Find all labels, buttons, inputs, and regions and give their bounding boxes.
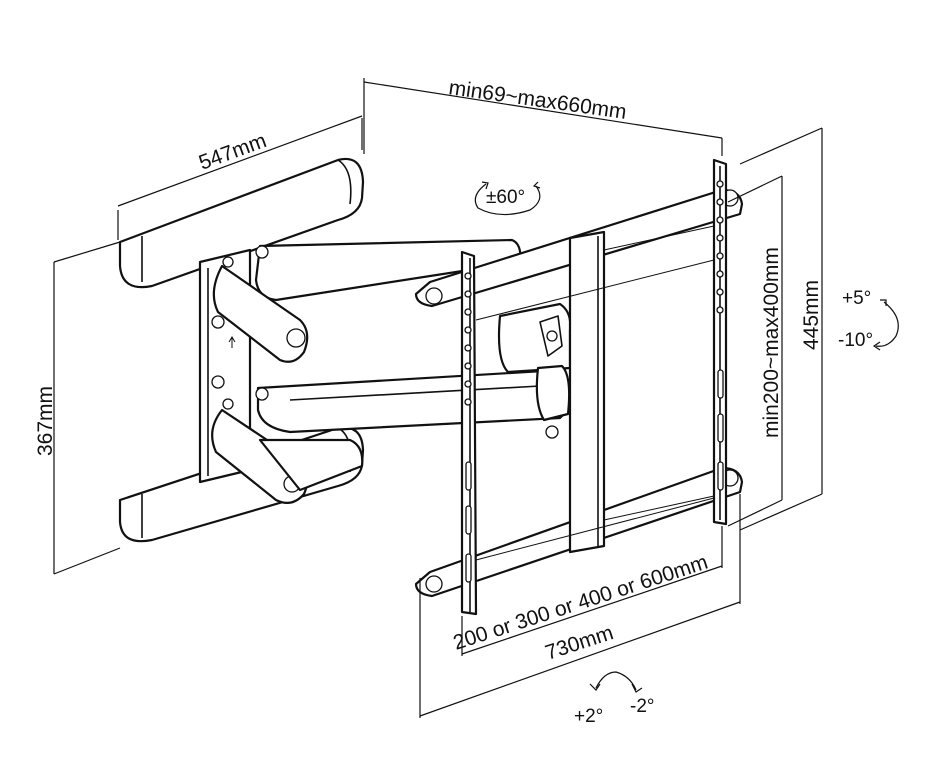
swivel-label: ±60° [486, 187, 525, 208]
rotation-indicators [474, 181, 899, 693]
wall-plate-height-label: 367mm [34, 386, 57, 456]
tilt-arrow-icon [872, 299, 899, 351]
overall-width-label: 730mm [542, 621, 616, 665]
level-minus-label: -2° [630, 696, 655, 717]
overall-height-label: 445mm [800, 280, 823, 350]
dimension-lines [53, 78, 823, 718]
level-plus-label: +2° [574, 706, 603, 727]
articulating-arms [211, 238, 572, 505]
level-arrow-icon [589, 671, 643, 693]
display-bracket [414, 158, 744, 616]
right-strap-holes [716, 180, 724, 491]
wall-plate-width-label: 547mm [196, 129, 270, 175]
wall-plate [118, 157, 365, 543]
swivel-arrow-icon [474, 181, 541, 216]
vesa-vertical-label: min200~max400mm [760, 247, 783, 438]
left-strap-holes [464, 272, 472, 583]
tilt-down-label: -10° [838, 330, 873, 351]
extension-label: min69~max660mm [447, 76, 628, 124]
tilt-up-label: +5° [842, 288, 871, 309]
